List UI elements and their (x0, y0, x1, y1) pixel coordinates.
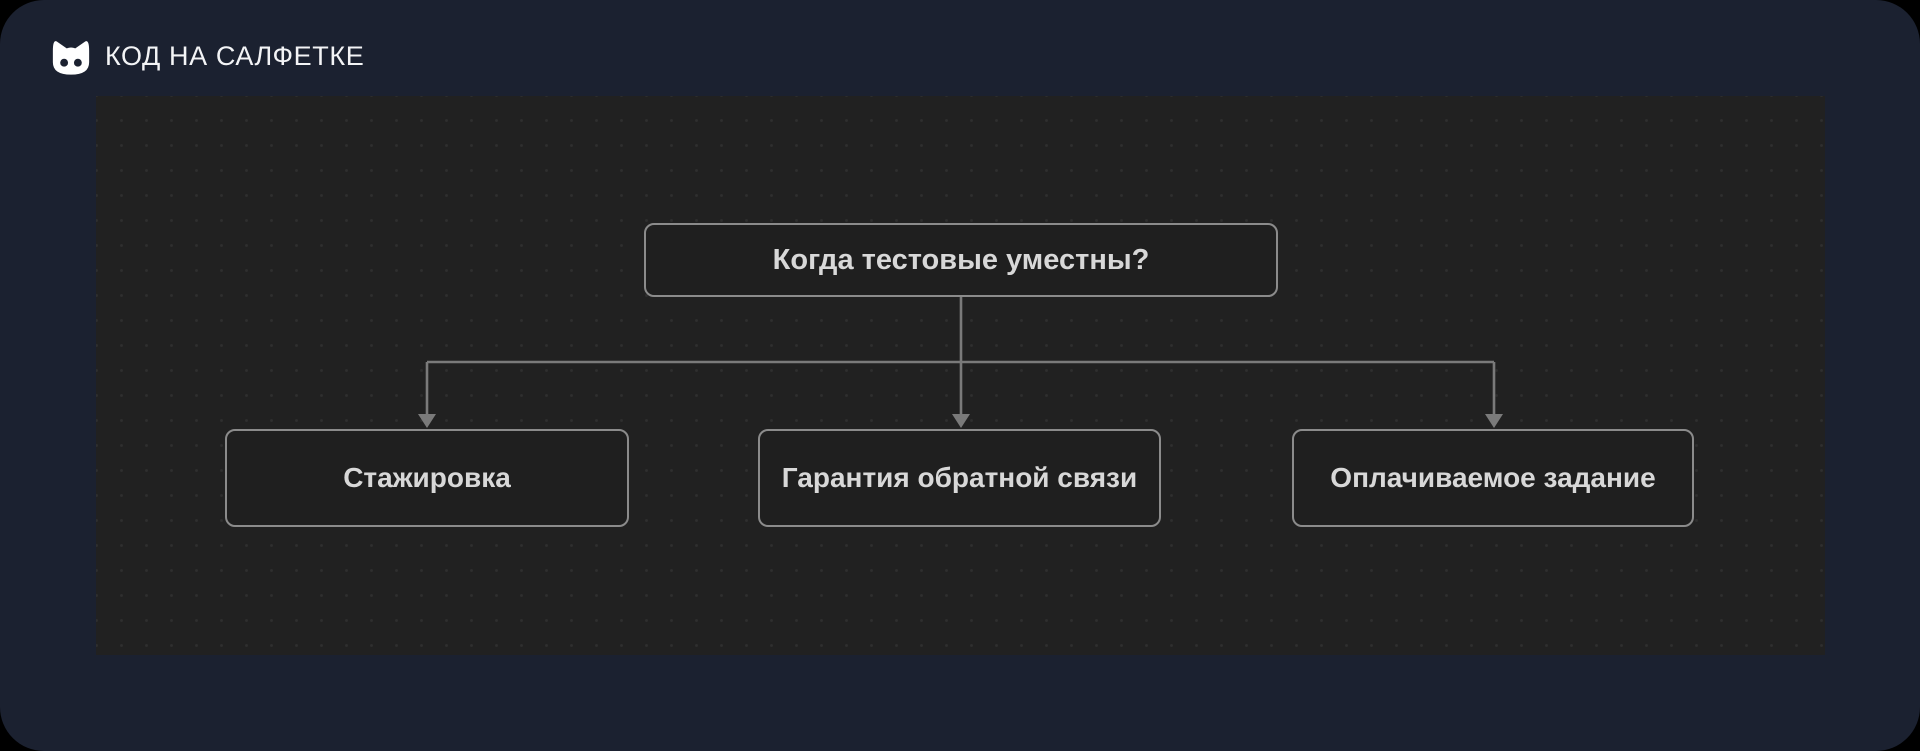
diagram-node-feedback-guarantee-label: Гарантия обратной связи (781, 462, 1138, 493)
diagram-node-root-label: Когда тестовые уместны? (772, 243, 1150, 276)
arrow-down-icon (1485, 414, 1503, 428)
diagram-node-feedback-guarantee: Гарантия обратной связи (758, 429, 1161, 527)
brand-header: КОД НА САЛФЕТКЕ (50, 30, 364, 82)
diagram-node-internship: Стажировка (225, 429, 629, 527)
brand-title: КОД НА САЛФЕТКЕ (105, 40, 365, 71)
diagram-node-paid-task-label: Оплачиваемое задание (1330, 462, 1656, 493)
diagram-node-internship-label: Стажировка (343, 462, 511, 493)
diagram-node-paid-task: Оплачиваемое задание (1292, 429, 1694, 527)
arrow-down-icon (418, 414, 436, 428)
diagram-node-root: Когда тестовые уместны? (644, 223, 1278, 297)
cat-icon (52, 40, 90, 75)
diagram-canvas: Когда тестовые уместны? Стажировка Гаран… (96, 96, 1825, 655)
arrow-down-icon (952, 414, 970, 428)
connector-lines (418, 297, 1503, 428)
